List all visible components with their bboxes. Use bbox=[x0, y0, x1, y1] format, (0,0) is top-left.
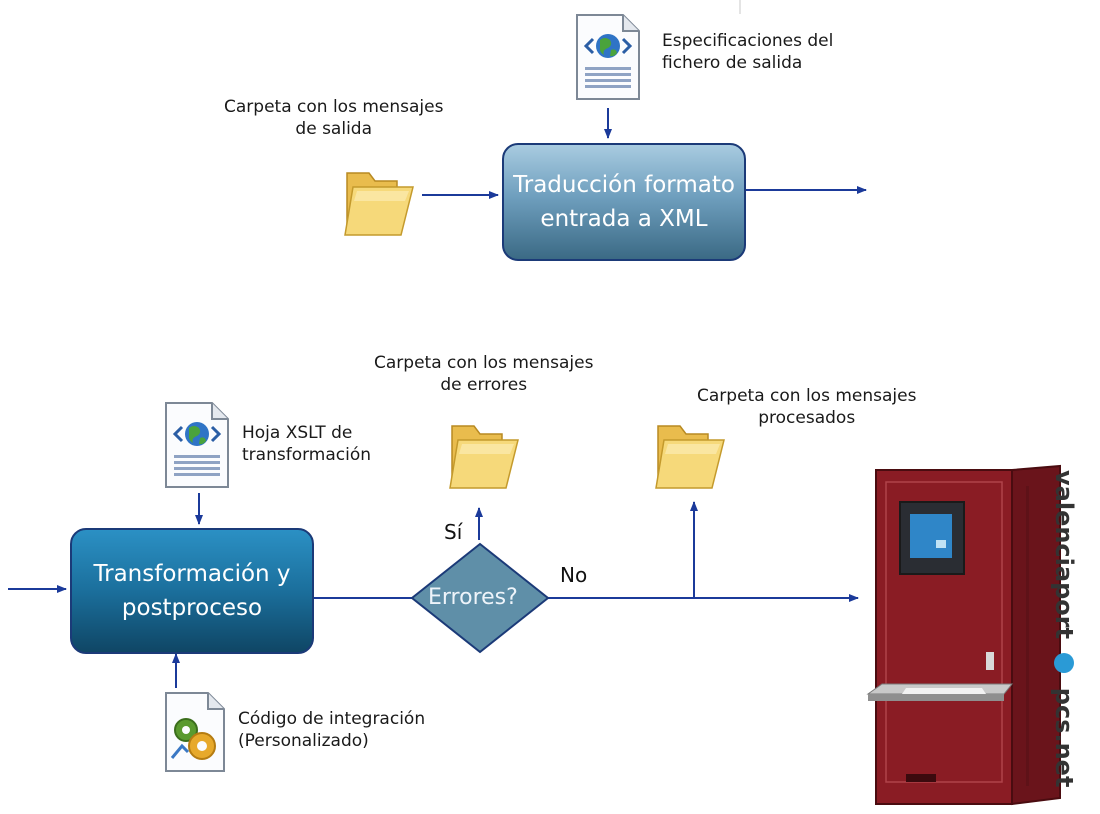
translation-process-box: Traducción formato entrada a XML bbox=[502, 143, 746, 261]
transformation-process-box: Transformación y postproceso bbox=[70, 528, 314, 654]
brand-logo-icon bbox=[1054, 653, 1074, 674]
valenciaport-brand-text: valenciaport pcs.net bbox=[1050, 470, 1078, 787]
errors-folder-caption: Carpeta con los mensajes de errores bbox=[374, 353, 594, 395]
output-folder-icon bbox=[344, 172, 414, 236]
brand-right-text: pcs.net bbox=[1050, 687, 1078, 788]
xml-document-icon bbox=[576, 14, 640, 100]
no-label: No bbox=[560, 563, 588, 587]
errors-decision-diamond bbox=[410, 542, 550, 654]
server-cabinet-icon bbox=[866, 464, 1061, 806]
output-folder-caption: Carpeta con los mensajes de salida bbox=[224, 97, 444, 139]
processed-folder-caption: Carpeta con los mensajes procesados bbox=[697, 386, 917, 428]
brand-left-text: valenciaport bbox=[1050, 470, 1078, 640]
integration-code-caption: Código de integración (Personalizado) bbox=[238, 709, 426, 751]
spec-caption: Especificaciones del fichero de salida bbox=[662, 31, 834, 73]
decision-label: Errores? bbox=[428, 585, 518, 610]
processed-folder-icon bbox=[655, 425, 725, 489]
errors-folder-icon bbox=[449, 425, 519, 489]
integration-code-icon bbox=[165, 692, 225, 772]
xslt-document-icon bbox=[165, 402, 229, 488]
yes-label: Sí bbox=[444, 520, 463, 544]
xslt-caption: Hoja XSLT de transformación bbox=[242, 423, 372, 465]
